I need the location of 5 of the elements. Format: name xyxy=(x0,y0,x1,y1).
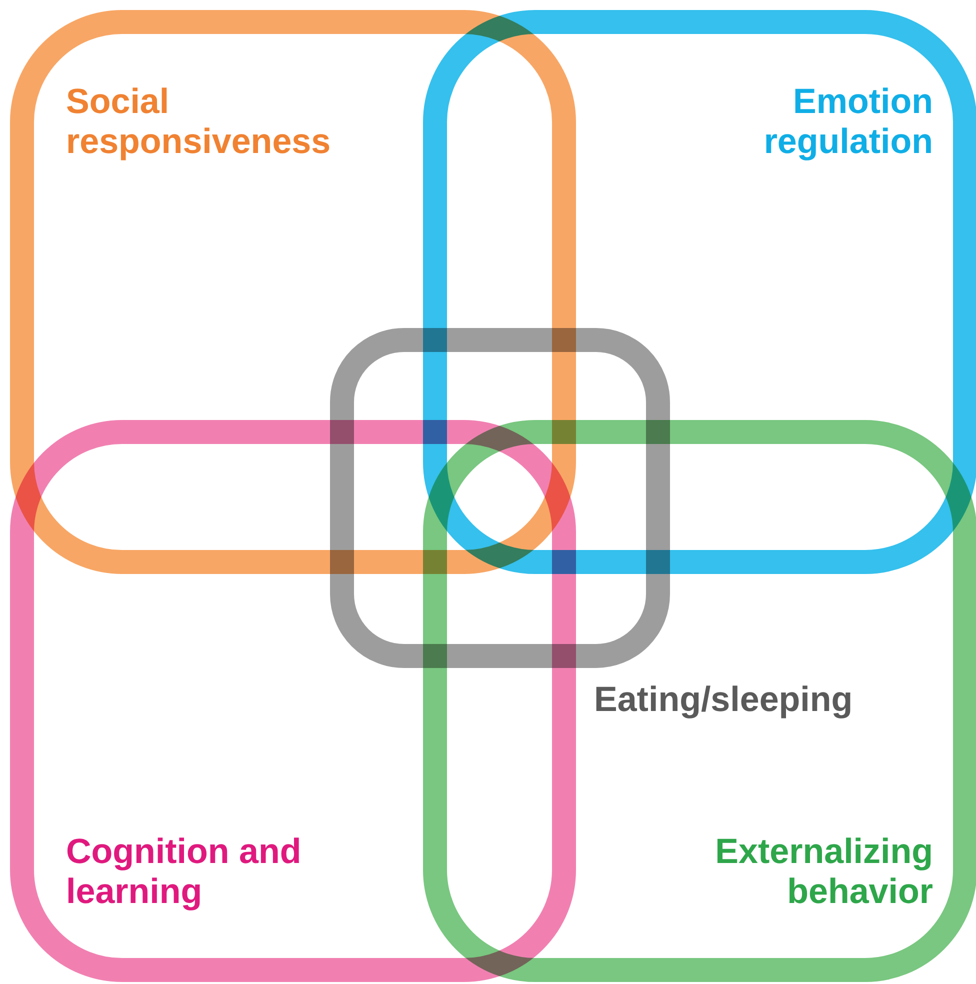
category-label: Eating/sleeping xyxy=(594,680,853,720)
category-label: Cognition and learning xyxy=(66,832,302,912)
category-label: Social responsiveness xyxy=(66,82,332,162)
category-label: Emotion regulation xyxy=(762,82,933,162)
category-label: Externalizing behavior xyxy=(714,832,933,912)
